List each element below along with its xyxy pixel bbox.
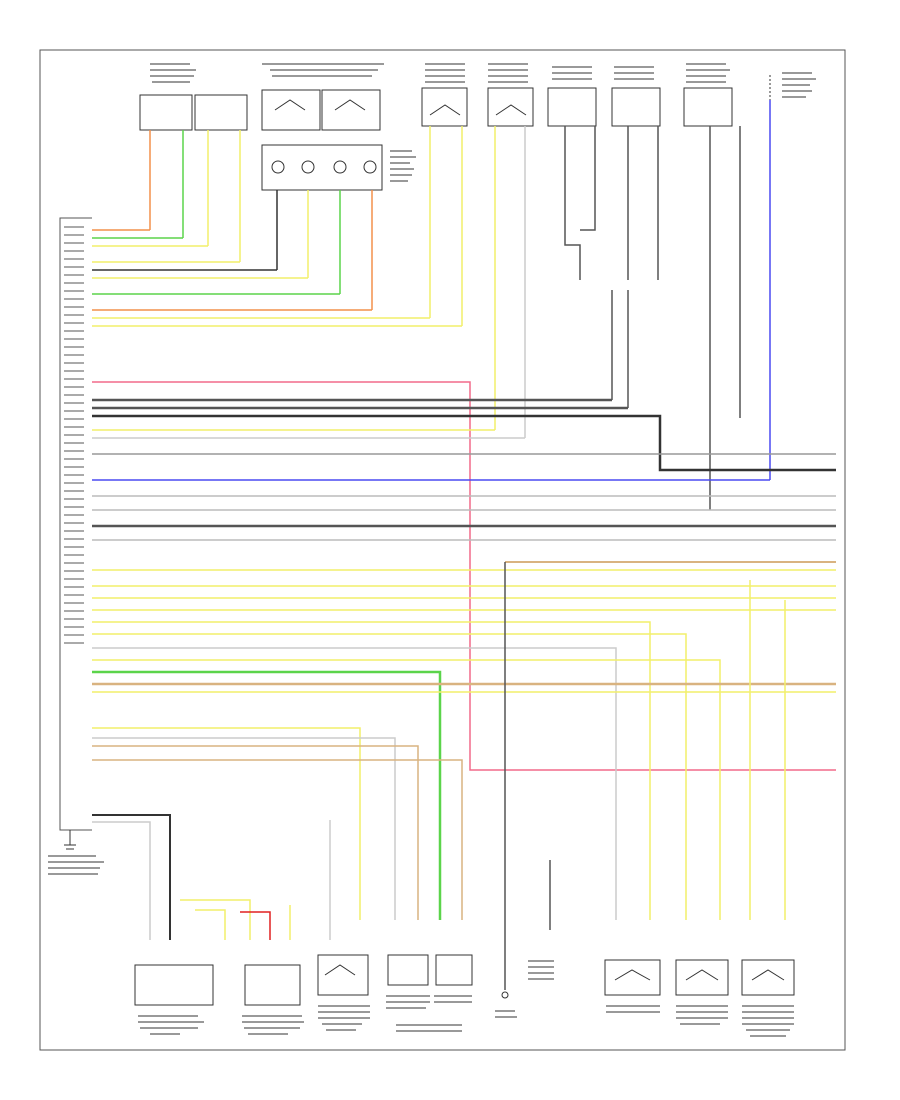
- component-side-sensor-2: [611, 87, 661, 127]
- pin-label: [64, 538, 84, 540]
- pin-label: [64, 522, 84, 524]
- pin-label: [64, 594, 84, 596]
- pin-label: [64, 338, 84, 340]
- component-belt-switch: [435, 954, 473, 986]
- pin-label: [64, 258, 84, 260]
- pin-label: [64, 482, 84, 484]
- bottom-labels: [48, 855, 794, 1037]
- diagram-frame: [39, 49, 846, 1051]
- bottom-components: [134, 954, 795, 1006]
- pin-label: [64, 226, 84, 228]
- pin-label: [64, 354, 84, 356]
- pin-label: [64, 634, 84, 636]
- component-switch-a: [261, 89, 321, 131]
- pin-label: [64, 410, 84, 412]
- pin-label: [64, 618, 84, 620]
- component-side-sensor-3: [683, 87, 733, 127]
- pin-label: [64, 370, 84, 372]
- pin-label: [64, 394, 84, 396]
- pin-label: [64, 554, 84, 556]
- airbag-module-connector: [59, 217, 92, 831]
- component-front-sensor-2: [487, 87, 534, 127]
- top-components: [139, 75, 771, 191]
- pin-label: [64, 570, 84, 572]
- component-front-seat-sensor-right: [244, 964, 301, 1006]
- component-rear-sensor-2: [675, 959, 729, 996]
- pin-label: [64, 450, 84, 452]
- module-pin-labels: [64, 226, 84, 644]
- pin-label: [64, 346, 84, 348]
- pin-label: [64, 314, 84, 316]
- pin-label: [64, 250, 84, 252]
- pin-label: [64, 378, 84, 380]
- pin-label: [64, 466, 84, 468]
- component-rear-sensor-3: [741, 959, 795, 996]
- pin-label: [64, 282, 84, 284]
- pin-label: [64, 298, 84, 300]
- pin-label: [64, 434, 84, 436]
- pin-label: [64, 418, 84, 420]
- top-labels: [150, 63, 816, 182]
- pin-label: [64, 242, 84, 244]
- pin-label: [64, 490, 84, 492]
- pin-label: [64, 306, 84, 308]
- module-ground-symbol: [64, 830, 76, 850]
- pin-label: [64, 362, 84, 364]
- component-side-sensor-1: [547, 87, 597, 127]
- pin-label: [64, 402, 84, 404]
- pin-label: [64, 506, 84, 508]
- pin-label: [64, 442, 84, 444]
- component-rear-sensor-1: [604, 959, 661, 996]
- component-connector-block: [261, 144, 383, 191]
- pin-label: [64, 234, 84, 236]
- component-seat-position-sensor: [387, 954, 429, 986]
- pin-label: [64, 546, 84, 548]
- pin-label: [64, 458, 84, 460]
- component-switch-b: [321, 89, 381, 131]
- pin-label: [64, 578, 84, 580]
- pin-label: [64, 602, 84, 604]
- component-front-sensor-1: [421, 87, 468, 127]
- pin-label: [64, 610, 84, 612]
- pin-label: [64, 626, 84, 628]
- pin-label: [64, 586, 84, 588]
- component-buckle-switch: [317, 954, 369, 996]
- pin-label: [64, 530, 84, 532]
- pin-label: [64, 514, 84, 516]
- pin-label: [64, 322, 84, 324]
- top-vertical-wires: [149, 100, 771, 510]
- pin-label: [64, 290, 84, 292]
- pin-label: [64, 386, 84, 388]
- component-seat-belt-sensor-2: [194, 94, 248, 131]
- component-seat-belt-sensor-1: [139, 94, 193, 131]
- pin-label: [64, 562, 84, 564]
- pin-label: [64, 642, 84, 644]
- horizontal-wires: [92, 229, 836, 990]
- pin-label: [64, 474, 84, 476]
- pin-label: [64, 274, 84, 276]
- pin-label: [64, 266, 84, 268]
- pin-label: [64, 330, 84, 332]
- pin-label: [64, 426, 84, 428]
- pin-label: [64, 498, 84, 500]
- component-front-seat-sensor-left: [134, 964, 214, 1006]
